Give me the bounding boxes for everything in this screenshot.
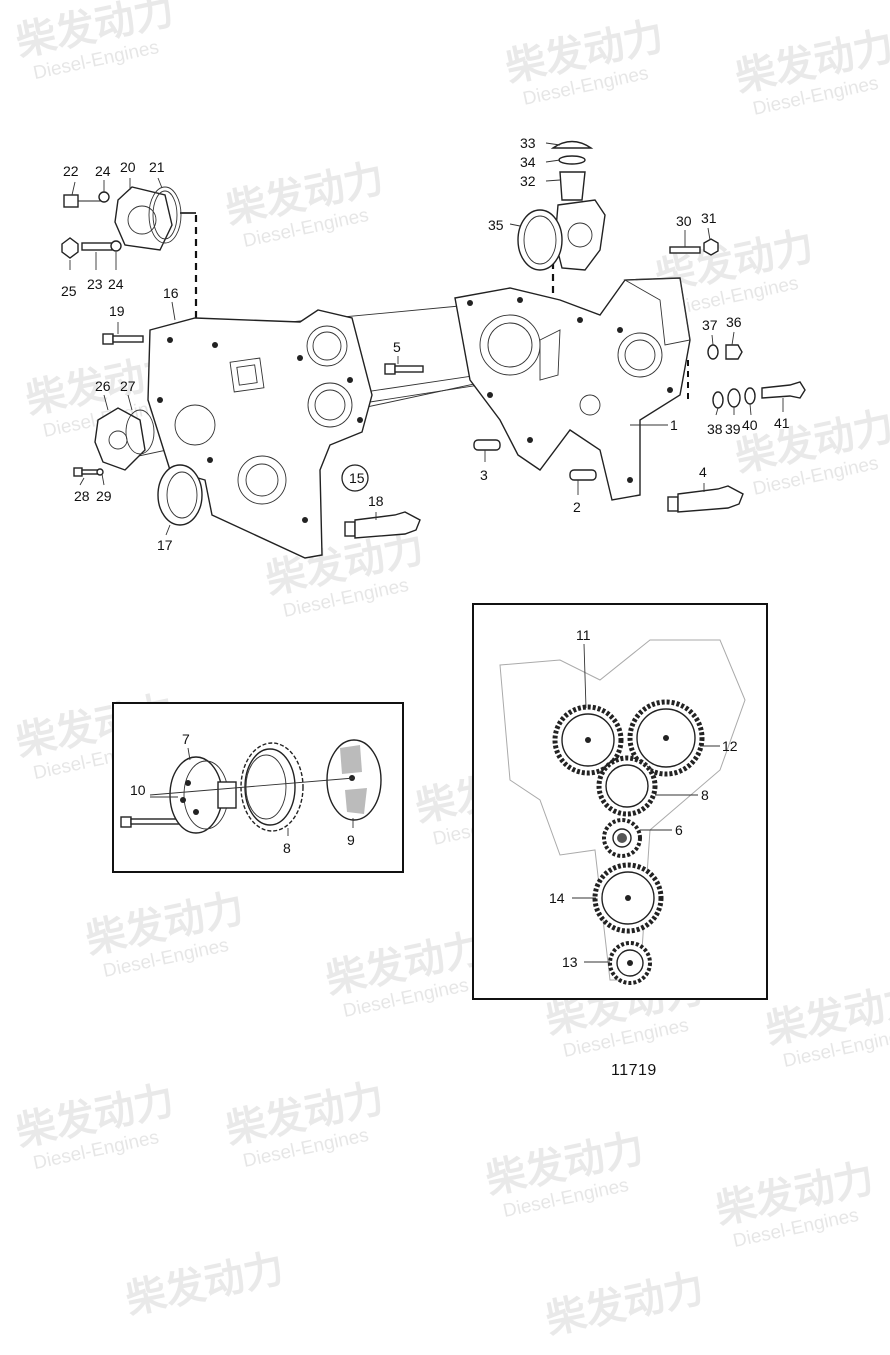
bolts-upper-left xyxy=(61,191,122,259)
callout-38: 38 xyxy=(707,421,723,437)
bolt-28 xyxy=(73,467,104,477)
callout-31: 31 xyxy=(701,210,717,226)
sensor-41-assembly xyxy=(712,381,806,409)
callout-10: 10 xyxy=(130,782,146,798)
callout-33: 33 xyxy=(520,135,536,151)
callout-12: 12 xyxy=(722,738,738,754)
callout-1: 1 xyxy=(670,417,678,433)
callout-15: 15 xyxy=(349,470,365,486)
callout-25: 25 xyxy=(61,283,77,299)
callout-11: 11 xyxy=(576,627,591,643)
callout-4: 4 xyxy=(699,464,707,480)
callout-14: 14 xyxy=(549,890,565,906)
callout-28: 28 xyxy=(74,488,90,504)
callout-32: 32 xyxy=(520,173,536,189)
leader-lines-upper xyxy=(69,142,784,536)
oil-filler-assembly xyxy=(517,140,606,271)
callout-13: 13 xyxy=(562,954,578,970)
dowel-pins xyxy=(473,439,597,481)
callout-7: 7 xyxy=(182,731,190,747)
inset-crankshaft-gear: 7 10 8 9 xyxy=(112,702,404,873)
sealant-tube-4 xyxy=(667,485,744,513)
callout-23: 23 xyxy=(87,276,103,292)
callout-40: 40 xyxy=(742,417,758,433)
callout-8b: 8 xyxy=(701,787,709,803)
diagram-number: 11719 xyxy=(611,1062,657,1079)
bolt-5 xyxy=(384,363,424,375)
callout-26: 26 xyxy=(95,378,111,394)
cover-plate-26 xyxy=(94,407,155,471)
callout-labels-upper: 22 24 20 21 25 23 24 19 16 26 27 28 29 1… xyxy=(61,135,790,553)
watermark-cn: 柴发动力 xyxy=(122,1245,288,1323)
crankshaft-seal xyxy=(157,464,203,526)
callout-34: 34 xyxy=(520,154,536,170)
reference-circle-15 xyxy=(341,464,369,492)
callout-19: 19 xyxy=(109,303,125,319)
callout-2: 2 xyxy=(573,499,581,515)
callout-20: 20 xyxy=(120,159,136,175)
inset-gear-train: 11 12 8 6 14 13 xyxy=(472,603,768,1000)
callout-24b: 24 xyxy=(108,276,124,292)
callout-22: 22 xyxy=(63,163,79,179)
callout-9: 9 xyxy=(347,832,355,848)
callout-18: 18 xyxy=(368,493,384,509)
plug-36 xyxy=(707,344,743,360)
callout-29: 29 xyxy=(96,488,112,504)
bolt-19 xyxy=(102,333,144,345)
callout-8a: 8 xyxy=(283,840,291,856)
callout-24a: 24 xyxy=(95,163,111,179)
callout-39: 39 xyxy=(725,421,741,437)
callout-6: 6 xyxy=(675,822,683,838)
timing-case-housing xyxy=(454,277,691,501)
callout-16: 16 xyxy=(163,285,179,301)
callout-21: 21 xyxy=(149,159,165,175)
callout-30: 30 xyxy=(676,213,692,229)
callout-3: 3 xyxy=(480,467,488,483)
callout-37: 37 xyxy=(702,317,718,333)
sealant-tube-18 xyxy=(344,511,421,539)
callout-27: 27 xyxy=(120,378,136,394)
callout-35: 35 xyxy=(488,217,504,233)
callout-5: 5 xyxy=(393,339,401,355)
callout-17: 17 xyxy=(157,537,173,553)
inspection-cover xyxy=(114,186,182,251)
callout-36: 36 xyxy=(726,314,742,330)
watermark-cn: 柴发动力 xyxy=(542,1265,708,1343)
callout-41: 41 xyxy=(774,415,790,431)
stud-30 xyxy=(669,238,719,256)
